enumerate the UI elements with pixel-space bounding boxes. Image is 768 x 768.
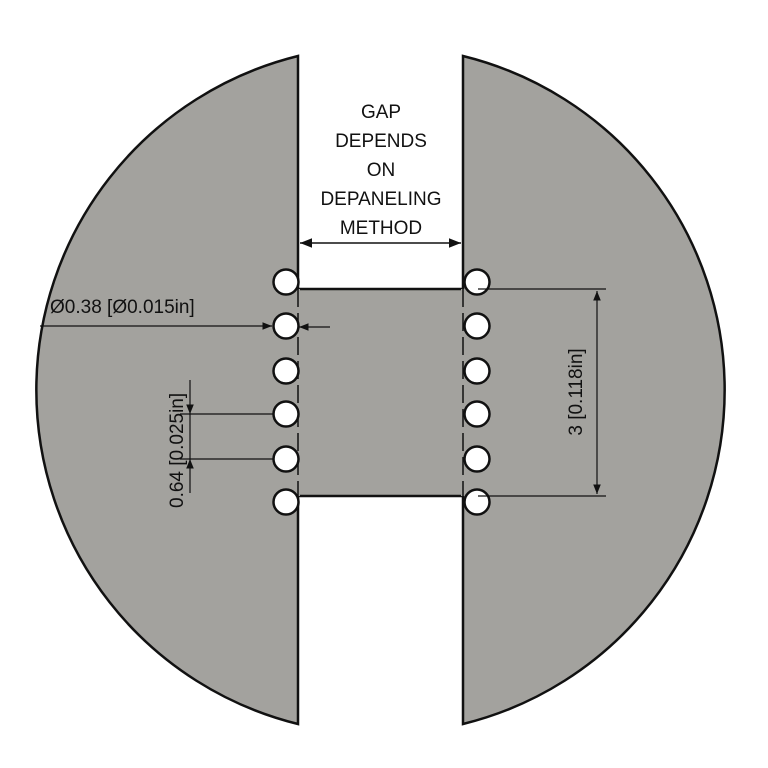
mouse-bite-hole bbox=[272, 488, 300, 516]
hole-diameter-label: Ø0.38 [Ø0.015in] bbox=[50, 297, 195, 318]
mouse-bite-hole bbox=[272, 268, 300, 296]
span-label: 3 [0.118in] bbox=[566, 348, 587, 435]
pitch-label: 0.64 [0.025in] bbox=[167, 393, 188, 508]
mouse-bite-hole bbox=[272, 400, 300, 428]
gap-label-line: ON bbox=[367, 160, 396, 181]
breakaway-tab bbox=[298, 289, 463, 496]
gap-label-line: METHOD bbox=[340, 218, 422, 239]
gap-label-line: DEPENDS bbox=[335, 131, 427, 152]
mouse-bite-hole bbox=[272, 357, 300, 385]
gap-label: GAP DEPENDS ON DEPANELING METHOD bbox=[320, 102, 441, 239]
mouse-bite-hole bbox=[463, 445, 491, 473]
gap-label-line: GAP bbox=[361, 102, 401, 123]
mouse-bite-hole bbox=[463, 488, 491, 516]
mouse-bite-hole bbox=[272, 445, 300, 473]
mouse-bite-hole bbox=[463, 400, 491, 428]
mouse-bite-hole bbox=[463, 268, 491, 296]
mouse-bite-hole bbox=[463, 312, 491, 340]
mouse-bite-holes bbox=[272, 268, 491, 516]
left-board-half bbox=[35, 54, 300, 726]
mouse-bite-hole bbox=[463, 357, 491, 385]
gap-label-line: DEPANELING bbox=[320, 189, 441, 210]
mouse-bite-hole bbox=[272, 312, 300, 340]
right-board-half bbox=[461, 54, 726, 726]
